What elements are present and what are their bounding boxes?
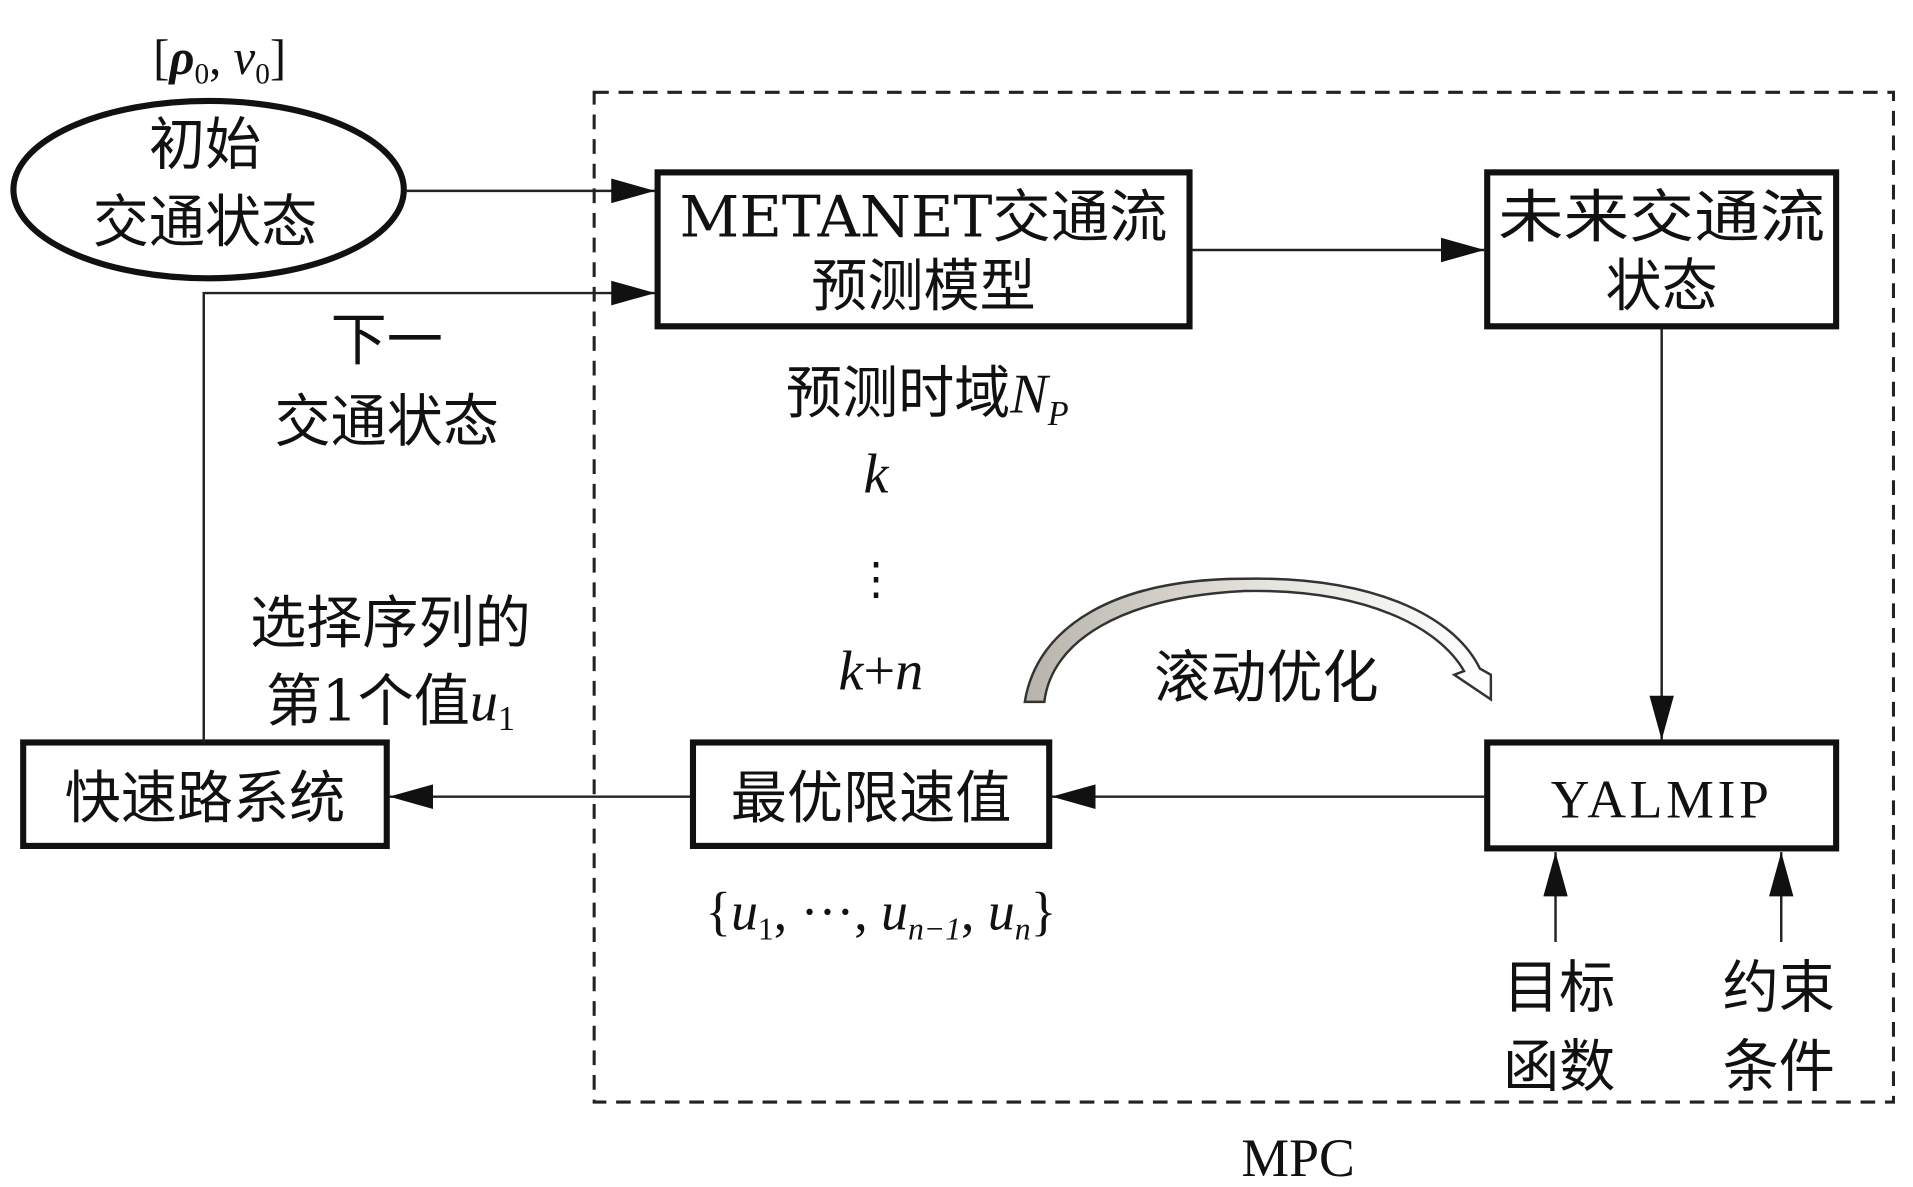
future-state-node xyxy=(1484,169,1840,330)
vertical-ellipsis: ⋮ xyxy=(854,554,898,603)
metanet-model-line1: METANET交通流 xyxy=(680,185,1168,250)
optimal-speed-label: 最优限速值 xyxy=(731,766,1012,831)
select-first-line1: 选择序列的 xyxy=(250,592,531,657)
initial-state-line1: 初始 xyxy=(149,113,261,178)
mpc-boundary xyxy=(592,90,1896,1104)
mpc-label: MPC xyxy=(1241,1128,1354,1187)
constraints-line2: 条件 xyxy=(1723,1035,1835,1100)
initial-state-vector: [ρ0, v0] xyxy=(153,30,286,91)
k-end-label: k+n xyxy=(839,640,924,702)
arrow-feedback-next-state xyxy=(202,280,656,743)
objective-function-line2: 函数 xyxy=(1503,1035,1615,1100)
metanet-model-node xyxy=(654,169,1193,330)
objective-function-line1: 目标 xyxy=(1503,956,1615,1021)
prediction-horizon-label: 预测时域NP xyxy=(786,361,1069,433)
k-start-label: k xyxy=(864,443,890,505)
initial-state-line2: 交通状态 xyxy=(93,190,317,255)
next-state-line2: 交通状态 xyxy=(275,390,499,455)
yalmip-node xyxy=(1484,739,1840,852)
constraints-line1: 约束 xyxy=(1723,956,1835,1021)
select-first-line2: 第1个值u1 xyxy=(266,669,515,738)
future-state-line2: 状态 xyxy=(1606,254,1718,319)
next-state-line1: 下一 xyxy=(331,308,443,373)
future-state-line1: 未来交通流 xyxy=(1498,185,1825,250)
yalmip-label: YALMIP xyxy=(1551,769,1773,829)
optimal-speed-node xyxy=(689,739,1053,850)
initial-state-node xyxy=(10,97,407,282)
rolling-optimization-arrow xyxy=(1023,577,1493,704)
expressway-label: 快速路系统 xyxy=(65,766,346,831)
rolling-optimization-label: 滚动优化 xyxy=(1154,646,1378,711)
control-sequence-label: {u1, ···, un−1, un} xyxy=(705,881,1056,946)
metanet-model-line2: 预测模型 xyxy=(811,254,1035,319)
